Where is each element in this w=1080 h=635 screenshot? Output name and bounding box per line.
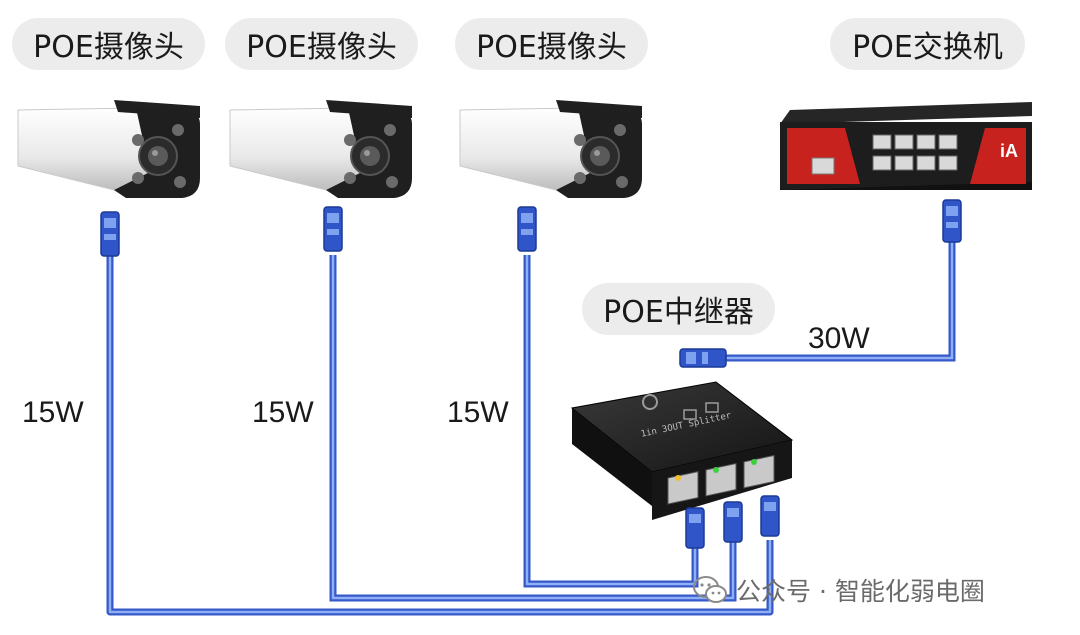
connector-switch bbox=[942, 199, 962, 243]
camera-1 bbox=[17, 100, 200, 198]
wechat-icon bbox=[693, 576, 727, 603]
power-camera-2: 15W bbox=[252, 396, 314, 429]
connector-camera3 bbox=[517, 206, 537, 252]
cable-camera3 bbox=[523, 255, 699, 588]
label-repeater: POE中继器 bbox=[582, 283, 775, 335]
camera-3 bbox=[459, 100, 642, 198]
connector-camera1 bbox=[100, 211, 120, 257]
poe-switch bbox=[780, 102, 1032, 190]
camera-2 bbox=[229, 100, 412, 198]
watermark-text: 公众号 · 智能化弱电圈 bbox=[736, 577, 985, 606]
poe-repeater bbox=[570, 381, 794, 520]
connector-repeater-input bbox=[679, 348, 727, 368]
cable-camera1 bbox=[106, 255, 774, 616]
label-camera-1: POE摄像头 bbox=[12, 18, 205, 70]
power-uplink: 30W bbox=[808, 322, 870, 355]
watermark: 公众号 · 智能化弱电圈 bbox=[692, 572, 985, 608]
power-camera-3: 15W bbox=[447, 396, 509, 429]
connector-repeater-out-3 bbox=[760, 495, 780, 537]
cable-uplink bbox=[725, 240, 956, 362]
switch-brand-text: iA bbox=[1000, 141, 1018, 161]
connector-repeater-out-1 bbox=[685, 507, 705, 549]
label-camera-2: POE摄像头 bbox=[225, 18, 418, 70]
connector-repeater-out-2 bbox=[723, 501, 743, 543]
label-switch: POE交换机 bbox=[830, 18, 1025, 70]
cable-camera2 bbox=[329, 255, 737, 602]
power-camera-1: 15W bbox=[22, 396, 84, 429]
connector-camera2 bbox=[323, 206, 343, 252]
label-camera-3: POE摄像头 bbox=[455, 18, 648, 70]
